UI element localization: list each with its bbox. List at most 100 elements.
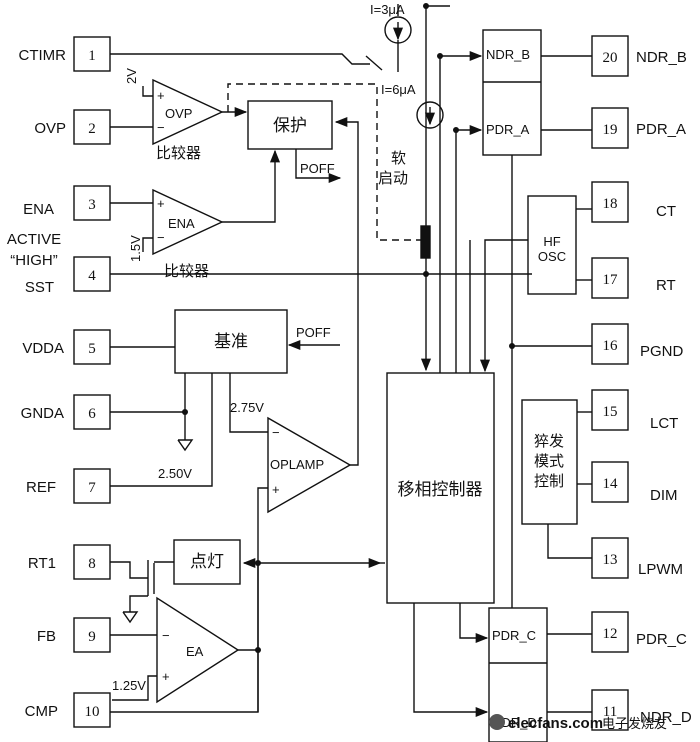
wire-osc-phase xyxy=(479,239,528,373)
wire-125 xyxy=(112,675,157,701)
v275-label: 2.75V xyxy=(230,400,264,415)
wire-to-pdr-c xyxy=(459,603,489,644)
current-source-3ua xyxy=(384,16,412,44)
ena-plus: + xyxy=(157,196,165,211)
v125-label: 1.25V xyxy=(112,678,146,693)
left-pins xyxy=(73,36,111,728)
active-high-label-2: “HIGH” xyxy=(10,252,58,269)
pin-box-15 xyxy=(591,389,629,431)
pin-num-16: 16 xyxy=(603,338,619,354)
pin-name-18: CT xyxy=(656,203,676,220)
wire-soft-start-dashed xyxy=(227,83,426,241)
watermark-brand: elecfans.com xyxy=(508,715,603,732)
reference-label: 基准 xyxy=(214,332,248,352)
pin-name-11: NDR_D xyxy=(640,709,692,726)
switch-ctimr xyxy=(365,55,383,71)
soft-start-element xyxy=(420,225,431,259)
pin-num-19: 19 xyxy=(603,122,618,138)
watermark: elecfans.com 电子发烧友 xyxy=(489,714,667,732)
pin-box-17 xyxy=(591,257,629,299)
pin-box-16 xyxy=(591,323,629,365)
pin-name-15: LCT xyxy=(650,415,678,432)
ea-label: EA xyxy=(186,644,204,659)
pdr-c-block-label: PDR_C xyxy=(492,628,536,643)
wire-to-ndr-d xyxy=(413,603,489,718)
pin-num-11: 11 xyxy=(603,704,617,720)
ea-amplifier xyxy=(156,596,240,704)
ena-ref-label: 1.5V xyxy=(128,235,143,262)
reference-block xyxy=(174,309,288,374)
poff-out-label: POFF xyxy=(300,161,335,176)
ovp-plus: + xyxy=(157,88,165,103)
pin-num-12: 12 xyxy=(603,626,618,642)
pin-name-14: DIM xyxy=(650,487,678,504)
pin-name-12: PDR_C xyxy=(636,631,687,648)
pin-name-1: CTIMR xyxy=(19,47,67,64)
rt1-ground-symbol xyxy=(122,611,139,624)
burst-label-3: 控制 xyxy=(534,472,564,490)
ovp-comparator-caption: 比较器 xyxy=(156,144,201,162)
watermark-cn: 电子发烧友 xyxy=(602,716,667,732)
burst-label-2: 模式 xyxy=(534,452,564,470)
pin-box-11 xyxy=(591,689,629,731)
ena-comparator xyxy=(152,188,224,256)
protection-label: 保护 xyxy=(273,116,307,136)
wire-poff-out xyxy=(295,149,342,184)
hf-osc-block xyxy=(527,195,577,295)
poff-in-label: POFF xyxy=(296,325,331,340)
pin-num-15: 15 xyxy=(603,404,618,420)
pin-num-4: 4 xyxy=(88,268,96,284)
ena-comparator-caption: 比较器 xyxy=(164,262,209,280)
gnda-ground-symbol xyxy=(177,439,194,452)
wire-lpwm xyxy=(547,524,592,559)
current-source-6ua xyxy=(416,101,444,129)
ovp-ref-label: 2V xyxy=(124,68,139,84)
pin-box-14 xyxy=(591,461,629,503)
soft-start-label-2: 启动 xyxy=(378,169,408,187)
pin-box-10 xyxy=(73,692,111,728)
pin-name-2: OVP xyxy=(34,120,66,137)
oplamp-minus: − xyxy=(272,425,280,440)
pin-num-9: 9 xyxy=(88,629,96,645)
pin-name-4: SST xyxy=(25,279,54,296)
wire-gnda xyxy=(110,411,186,440)
v250-label: 2.50V xyxy=(158,466,192,481)
oplamp-label: OPLAMP xyxy=(270,457,324,472)
pin-num-2: 2 xyxy=(88,121,96,137)
pin-name-8: RT1 xyxy=(28,555,56,572)
pin-name-7: REF xyxy=(26,479,56,496)
wire-ena-ref xyxy=(142,237,153,252)
pin-box-12 xyxy=(591,611,629,653)
ena-comparator-label: ENA xyxy=(168,216,195,231)
pdr-a-block-label: PDR_A xyxy=(486,122,530,137)
pin-num-18: 18 xyxy=(603,196,618,212)
ena-minus: − xyxy=(157,230,165,245)
wire-rt1 xyxy=(110,561,148,579)
pin-num-13: 13 xyxy=(603,552,618,568)
ovp-comparator-label: OVP xyxy=(165,106,192,121)
driver-block-cd xyxy=(488,607,548,742)
burst-mode-block xyxy=(521,399,578,525)
wire-transistor-gnd xyxy=(129,595,148,612)
pin-name-3: ENA xyxy=(23,201,54,218)
protection-block xyxy=(247,100,333,150)
pin-num-1: 1 xyxy=(88,48,96,64)
pin-name-19: PDR_A xyxy=(636,121,686,138)
pin-num-7: 7 xyxy=(88,480,96,496)
pin-num-14: 14 xyxy=(603,476,619,492)
wire-ena-out xyxy=(222,149,281,223)
pin-num-8: 8 xyxy=(88,556,96,572)
wire-oplamp-plus xyxy=(257,487,268,712)
wire-ctimr xyxy=(110,53,370,65)
pin-box-18 xyxy=(591,181,629,223)
pin-name-20: NDR_B xyxy=(636,49,687,66)
pin-name-9: FB xyxy=(37,628,56,645)
pin-num-6: 6 xyxy=(88,406,96,422)
pin-num-10: 10 xyxy=(85,704,100,720)
pin-num-3: 3 xyxy=(88,197,96,213)
pin-num-20: 20 xyxy=(603,50,618,66)
lamp-label: 点灯 xyxy=(190,552,224,572)
wire-275 xyxy=(229,373,268,433)
pin-num-5: 5 xyxy=(88,341,96,357)
